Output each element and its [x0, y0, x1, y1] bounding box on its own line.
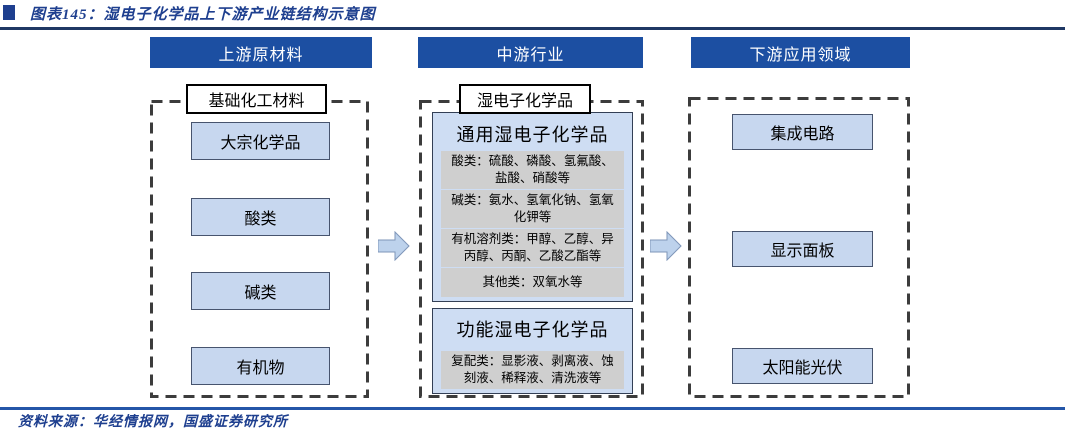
figure-title: 图表145：湿电子化学品上下游产业链结构示意图 — [30, 7, 376, 23]
upstream-label-box: 基础化工材料 — [186, 84, 327, 114]
midstream-label-box: 湿电子化学品 — [459, 84, 591, 114]
general-item-alkalis: 碱类：氨水、氢氧化钠、氢氧化钾等 — [441, 190, 624, 228]
upstream-item-acids: 酸类 — [191, 198, 330, 236]
functional-item-compounds: 复配类：显影液、剥离液、蚀刻液、稀释液、清洗液等 — [441, 351, 624, 389]
general-chemicals-group: 通用湿电子化学品 酸类：硫酸、磷酸、氢氟酸、盐酸、硝酸等 碱类：氨水、氢氧化钠、… — [432, 112, 633, 302]
downstream-item-ic: 集成电路 — [732, 114, 873, 150]
upstream-item-bulk-chemicals: 大宗化学品 — [191, 122, 330, 160]
upstream-item-organics: 有机物 — [191, 347, 330, 385]
general-item-others: 其他类：双氧水等 — [441, 268, 624, 297]
functional-chemicals-group: 功能湿电子化学品 复配类：显影液、剥离液、蚀刻液、稀释液、清洗液等 — [432, 308, 633, 394]
downstream-header: 下游应用领域 — [691, 37, 910, 68]
general-item-solvents: 有机溶剂类：甲醇、乙醇、异丙醇、丙酮、乙酸乙酯等 — [441, 229, 624, 267]
upstream-item-alkalis: 碱类 — [191, 272, 330, 310]
midstream-header: 中游行业 — [418, 37, 643, 68]
downstream-item-display: 显示面板 — [732, 231, 873, 267]
flow-arrow-upstream-to-midstream — [378, 231, 410, 261]
general-group-title: 通用湿电子化学品 — [456, 125, 609, 145]
source-note: 资料来源：华经情报网，国盛证券研究所 — [18, 415, 288, 430]
upstream-header: 上游原材料 — [150, 37, 372, 68]
downstream-item-solar: 太阳能光伏 — [732, 348, 873, 384]
flow-arrow-midstream-to-downstream — [650, 231, 682, 261]
top-divider — [0, 27, 1065, 30]
bottom-divider — [0, 407, 1065, 410]
functional-group-title: 功能湿电子化学品 — [456, 320, 609, 340]
bullet-square-icon — [3, 5, 15, 20]
general-item-acids: 酸类：硫酸、磷酸、氢氟酸、盐酸、硝酸等 — [441, 151, 624, 189]
